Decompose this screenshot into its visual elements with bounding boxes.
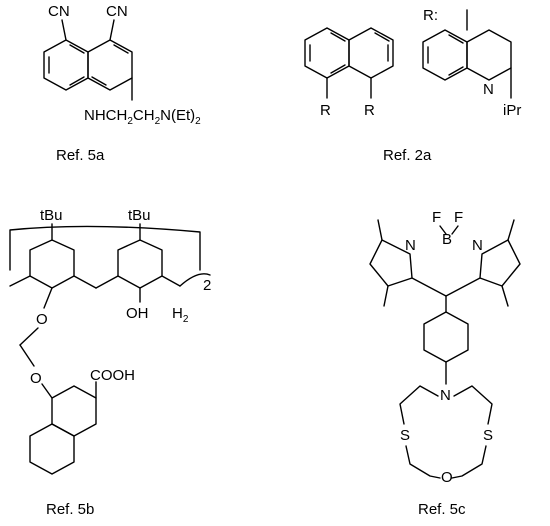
calix-ring-left	[29, 239, 75, 289]
f-label-left: F	[432, 209, 441, 226]
n-label-right: N	[472, 237, 483, 254]
acridine-ring-left	[422, 29, 468, 81]
s-label-left: S	[400, 427, 410, 444]
tbu-label-right: tBu	[128, 207, 151, 224]
naphthalene-2a-right	[348, 27, 394, 79]
ipr-label: iPr	[503, 102, 521, 119]
caption-ref-5c: Ref. 5c	[418, 501, 466, 518]
cn-label-left: CN	[48, 3, 70, 20]
naphthalene-ring-left	[43, 39, 89, 91]
caption-ref-5a: Ref. 5a	[56, 147, 105, 164]
o-ring-label: O	[441, 469, 453, 486]
structure-ref-5a: CN CN NHCH2CH2N(Et)2 Ref. 5a	[43, 3, 201, 164]
o-label-top: O	[36, 311, 48, 328]
amine-substituent-label: NHCH2CH2N(Et)2	[84, 107, 201, 127]
r-colon-label: R:	[423, 7, 438, 24]
o-label-bottom: O	[30, 370, 42, 387]
caption-ref-5b: Ref. 5b	[46, 501, 94, 518]
pyrrole-left	[369, 239, 413, 287]
acridine-ring-middle	[466, 29, 512, 81]
n-label-left: N	[405, 237, 416, 254]
structure-ref-2a: R R R: N iPr Ref. 2a	[304, 7, 521, 164]
r-label-right: R	[364, 102, 375, 119]
cn-bond-left	[61, 19, 67, 41]
cooh-label: COOH	[90, 367, 135, 384]
naphthalene-2a-left	[304, 27, 350, 79]
macrocycle-bracket	[9, 225, 201, 271]
f-label-right: F	[454, 209, 463, 226]
tbu-label-left: tBu	[40, 207, 63, 224]
pyrrole-right	[479, 239, 521, 287]
b-atom-label: B	[442, 231, 452, 248]
calix-ring-right	[117, 239, 163, 289]
caption-ref-2a: Ref. 2a	[383, 147, 432, 164]
r-label-left: R	[320, 102, 331, 119]
naphthoic-ring-bottom	[29, 423, 75, 475]
s-label-right: S	[483, 427, 493, 444]
h2-label: H2	[172, 305, 189, 325]
acridine-n-label: N	[483, 81, 494, 98]
structure-ref-5b: tBu tBu 2 H2 OH O O COOH Ref. 5b	[9, 207, 211, 518]
n-aza-label: N	[440, 387, 451, 404]
phenyl-ring	[423, 311, 469, 363]
oh-label: OH	[126, 305, 149, 322]
naphthalene-ring-right	[87, 39, 133, 91]
cn-label-right: CN	[106, 3, 128, 20]
bracket-count-label: 2	[203, 277, 211, 294]
structure-ref-5c: F F B N N N S S O Ref. 5c	[369, 209, 521, 518]
cn-bond-right	[109, 19, 115, 41]
naphthoic-ring-top	[51, 385, 97, 437]
